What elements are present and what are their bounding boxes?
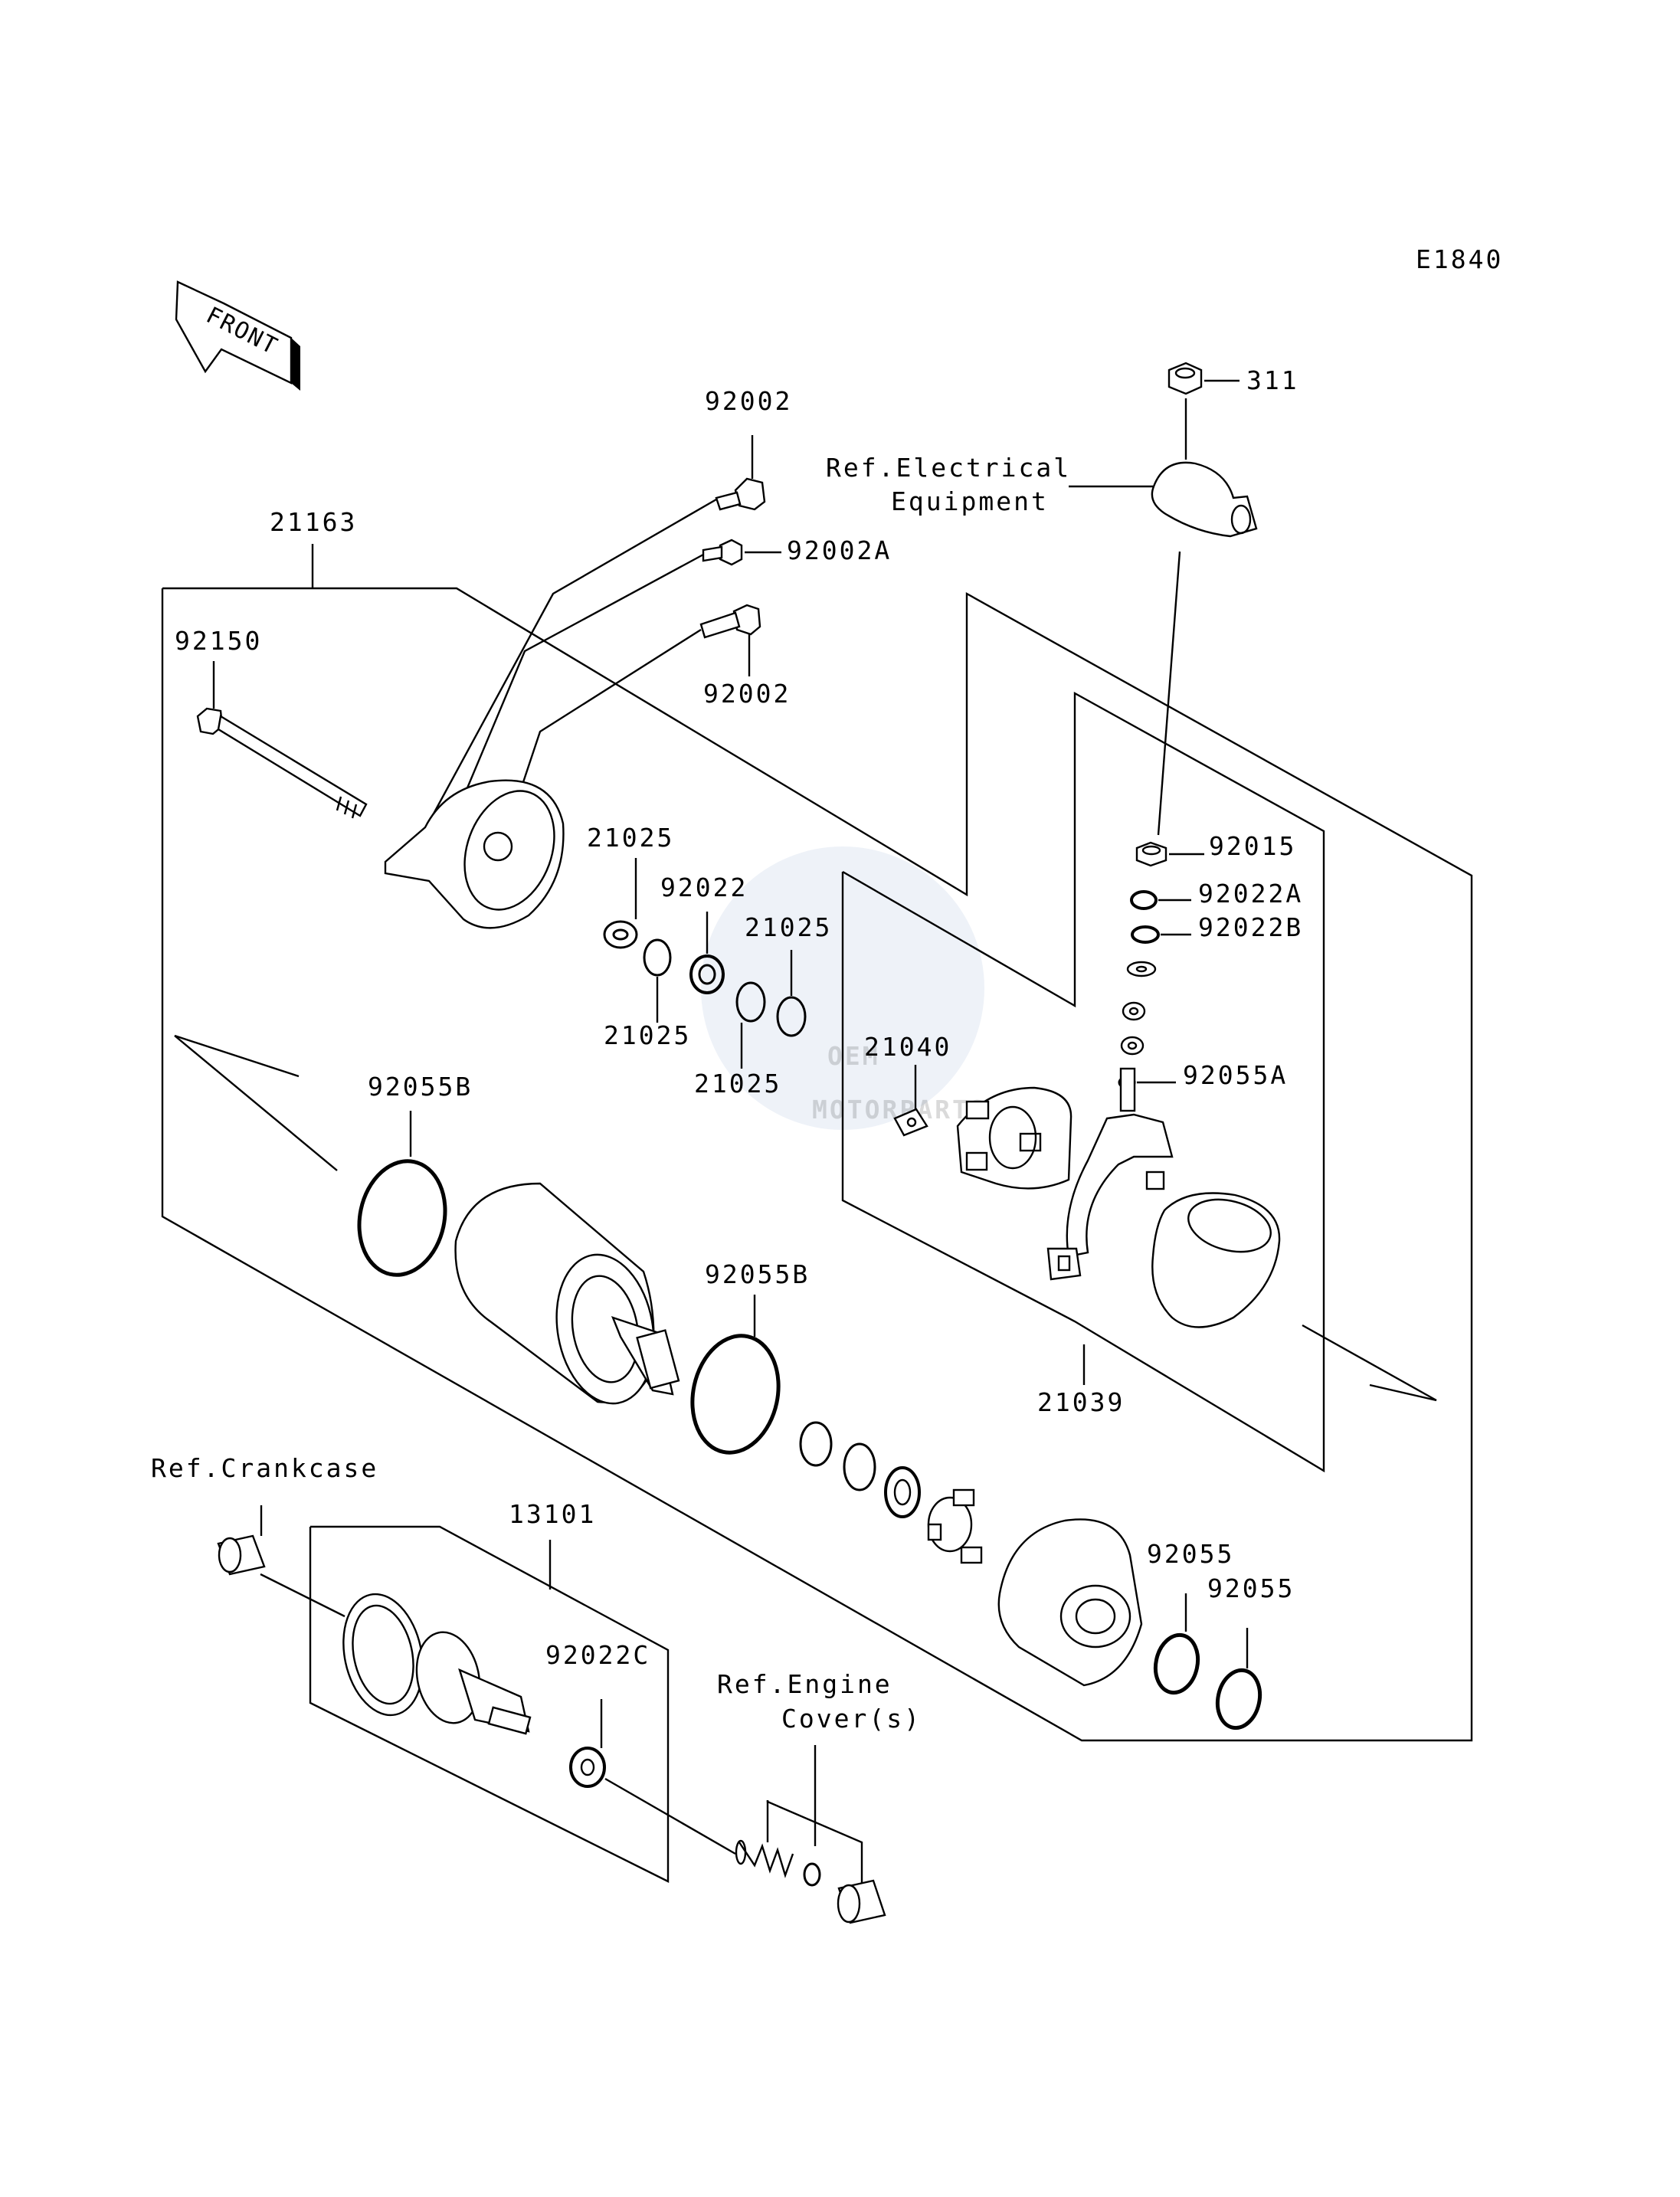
- callout-92022C: 92022C: [545, 1640, 650, 1670]
- callout-21163: 21163: [270, 507, 357, 537]
- frame-21163: [161, 587, 1473, 1742]
- bushing-crankcase: [217, 1534, 266, 1576]
- callout-21040: 21040: [864, 1032, 951, 1062]
- callout-92002-top: 92002: [705, 386, 792, 416]
- callout-21025-a: 21025: [587, 823, 674, 853]
- nut-311: [1167, 362, 1203, 395]
- starter-motor-yoke: [454, 1182, 680, 1405]
- frame-13101: [309, 1525, 670, 1883]
- washer-21025-d: [776, 996, 807, 1037]
- callout-311: 311: [1246, 365, 1299, 395]
- brush-spring-21040: [893, 1108, 928, 1137]
- bolt-92002-top: [715, 477, 766, 511]
- washer-92022B: [1131, 925, 1160, 944]
- watermark-main: OEM: [827, 1041, 880, 1071]
- callout-21025-c: 21025: [604, 1020, 691, 1050]
- front-cover: [997, 1518, 1143, 1687]
- callout-92022A: 92022A: [1198, 879, 1303, 909]
- callout-92055B-mid: 92055B: [705, 1259, 810, 1289]
- bolt-92002-mid: [699, 604, 761, 639]
- callout-92055B-left: 92055B: [368, 1072, 473, 1102]
- spring: [735, 1839, 794, 1878]
- washer-92022C: [569, 1747, 606, 1788]
- callout-92150: 92150: [175, 626, 262, 656]
- callout-92055A: 92055A: [1183, 1060, 1288, 1090]
- terminal-cap: [1151, 461, 1258, 538]
- washer-21025-a: [603, 920, 638, 949]
- washer-front-1: [799, 1421, 833, 1467]
- callout-ref-engine-line1: Ref.Engine: [717, 1669, 892, 1699]
- lock-plate: [927, 1488, 983, 1564]
- starter-clutch-13101: [342, 1593, 532, 1735]
- long-bolt-92150: [196, 707, 368, 819]
- rear-end-cover: [384, 779, 565, 929]
- callout-21025-d: 21025: [694, 1069, 781, 1098]
- callout-92055-b: 92055: [1207, 1573, 1295, 1603]
- small-washer: [803, 1862, 821, 1887]
- washer-front-2: [843, 1442, 876, 1491]
- bolt-92002A: [702, 539, 743, 566]
- callout-92022B: 92022B: [1198, 912, 1303, 942]
- washer-92022: [689, 954, 725, 994]
- nut-92015: [1135, 841, 1167, 867]
- front-arrow-icon: FRONT: [175, 280, 300, 391]
- oring-92055B-mid: [690, 1334, 781, 1455]
- washer-21025-b: [643, 938, 672, 977]
- oring-92055-b: [1215, 1668, 1262, 1730]
- bushing-engine-cover: [837, 1879, 886, 1924]
- oring-92055B-left: [357, 1159, 447, 1277]
- callout-92002-mid: 92002: [703, 679, 791, 709]
- callout-92022: 92022: [660, 873, 748, 902]
- washer-92022A: [1130, 890, 1158, 910]
- callout-ref-electrical-line2: Equipment: [891, 486, 1049, 516]
- oring-92055-a: [1153, 1632, 1200, 1695]
- callout-21039: 21039: [1037, 1387, 1125, 1417]
- callout-92002A: 92002A: [787, 535, 892, 565]
- callout-92055-a: 92055: [1147, 1539, 1234, 1569]
- washer-front-3: [884, 1466, 921, 1518]
- callout-13101: 13101: [509, 1499, 596, 1529]
- callout-ref-engine-line2: Cover(s): [781, 1704, 922, 1734]
- washer-21025-c: [735, 981, 766, 1023]
- diagram-code: E1840: [1416, 244, 1503, 274]
- terminal-bolt-bracket: [1046, 1067, 1174, 1281]
- callout-92015: 92015: [1209, 831, 1296, 861]
- callout-21025-b: 21025: [745, 912, 832, 942]
- callout-ref-crankcase: Ref.Crankcase: [151, 1453, 378, 1483]
- brush-plate: [956, 1086, 1073, 1190]
- callout-ref-electrical-line1: Ref.Electrical: [826, 453, 1071, 483]
- yoke-ring: [1151, 1192, 1281, 1328]
- frame-21039: [841, 691, 1325, 1473]
